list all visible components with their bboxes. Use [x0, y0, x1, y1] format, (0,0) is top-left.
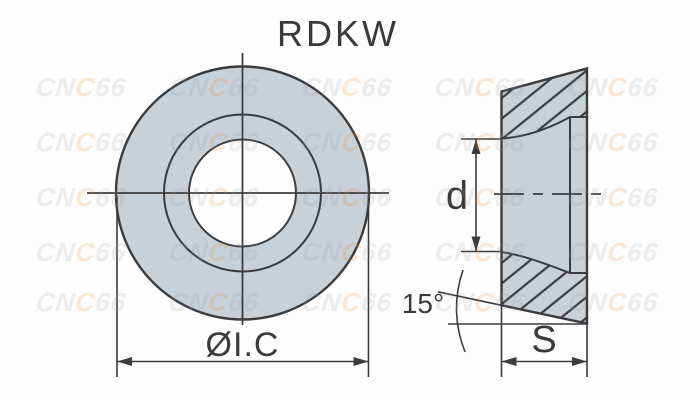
top-hatch-band: [500, 67, 588, 140]
bottom-hatch-band: [500, 250, 588, 325]
s-arrow-left: [501, 357, 517, 366]
ic-arrow-left: [117, 357, 132, 366]
s-dimension-label: S: [531, 319, 556, 361]
clearance-angle: [437, 269, 587, 353]
d-arrow-up: [471, 139, 481, 154]
d-arrow-down: [471, 236, 481, 252]
s-arrow-right: [572, 357, 587, 366]
s-dimension: [500, 305, 588, 377]
side-view: d 15° S: [402, 66, 604, 377]
page-title: RDKW: [277, 13, 399, 54]
clearance-angle-label: 15°: [402, 288, 444, 319]
angle-arc: [455, 269, 466, 353]
d-dimension: [461, 138, 502, 253]
angle-slant-line: [437, 291, 502, 307]
ic-dimension-label: ØI.C: [206, 326, 280, 364]
ic-arrow-right: [353, 357, 369, 366]
front-view: ØI.C: [87, 53, 389, 377]
d-dimension-label: d: [446, 174, 468, 218]
ic-dimension: [116, 196, 370, 377]
